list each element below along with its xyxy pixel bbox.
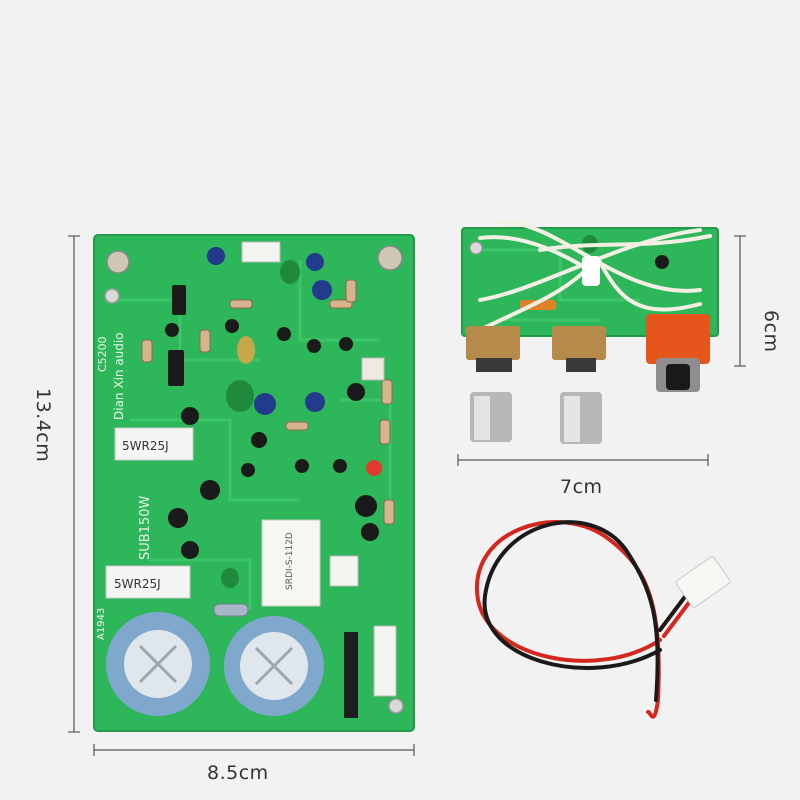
control-board	[461, 219, 719, 444]
resistors	[141, 279, 395, 617]
mount-hole	[181, 407, 199, 425]
potentiometer-1	[466, 326, 520, 442]
connector	[241, 241, 281, 263]
transistors	[165, 285, 365, 477]
board-width-label: 8.5cm	[207, 762, 269, 784]
amplifier-board: 5WR25J 5WR25J SRDI-S-112D	[93, 234, 415, 732]
cable-tie	[582, 256, 600, 286]
mount-hole	[181, 541, 199, 559]
board-height-label: 13.4cm	[32, 388, 54, 463]
rca-jack	[646, 314, 710, 392]
mount-hole	[104, 288, 120, 304]
resistor-label: 5WR25J	[114, 577, 161, 591]
film-capacitors	[221, 260, 300, 588]
resistor-label: 5WR25J	[122, 439, 169, 453]
mount-hole	[388, 698, 404, 714]
potentiometer-2	[552, 326, 606, 444]
relay: SRDI-S-112D	[261, 519, 321, 607]
control-width-label: 7cm	[560, 476, 603, 498]
small-capacitors	[106, 245, 403, 541]
connector	[361, 357, 385, 381]
relay-label: SRDI-S-112D	[285, 532, 295, 590]
filter-capacitor	[224, 616, 324, 716]
power-cable	[474, 520, 696, 719]
power-terminal	[373, 625, 397, 697]
filter-capacitor	[106, 612, 210, 716]
control-height-label: 6cm	[760, 310, 782, 353]
cable-connector	[675, 556, 731, 608]
mount-hole	[469, 241, 483, 255]
bridge-rectifier	[344, 632, 358, 718]
power-resistor: 5WR25J	[114, 427, 194, 461]
dimension-lines	[68, 235, 746, 756]
led	[366, 460, 382, 476]
connector	[329, 555, 359, 587]
power-resistor: 5WR25J	[105, 565, 191, 599]
